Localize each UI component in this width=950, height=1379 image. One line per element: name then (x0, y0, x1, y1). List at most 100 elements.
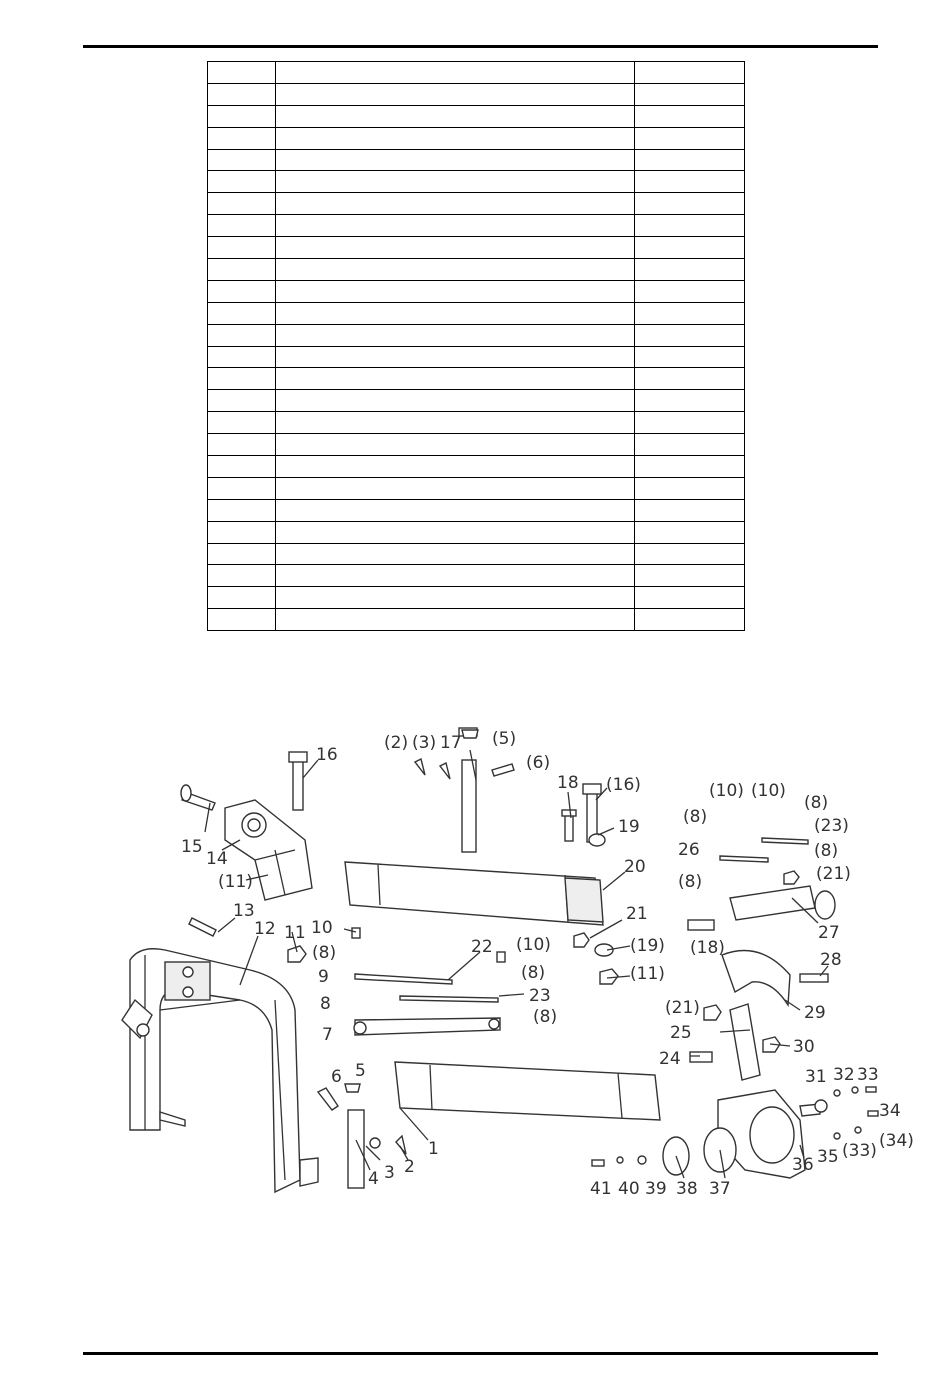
table-row (207, 214, 745, 238)
table-row (207, 367, 745, 391)
table-cell (207, 564, 276, 588)
main-frame-part-12 (121, 948, 319, 1194)
label-40: 40 (618, 1179, 640, 1199)
table-cell (275, 433, 635, 457)
table-row (207, 170, 745, 194)
table-row (207, 520, 745, 544)
table-row (207, 82, 745, 106)
plate-part-25 (729, 1003, 761, 1081)
rod-part-23 (399, 837, 809, 1003)
table-cell (275, 323, 635, 347)
table-row (207, 192, 745, 216)
table-cell (207, 608, 276, 632)
table-cell (275, 345, 635, 369)
bolt-part-18 (561, 809, 715, 931)
table-cell (275, 104, 635, 128)
hydraulic-cylinder-part-7 (353, 1017, 501, 1036)
table-row (207, 498, 745, 522)
label-38: 38 (676, 1179, 698, 1199)
post-part-17 (458, 727, 478, 853)
label-18b: (18) (690, 938, 725, 958)
label-4: 4 (368, 1169, 379, 1189)
table-cell (634, 411, 745, 435)
label-10d: (10) (516, 935, 551, 955)
header-rule (83, 45, 878, 48)
label-35: 35 (817, 1147, 839, 1167)
label-25: 25 (670, 1023, 692, 1043)
table-cell (275, 214, 635, 238)
label-8f: (8) (521, 963, 545, 983)
table-cell (207, 389, 276, 413)
table-cell (634, 214, 745, 238)
table-cell (207, 192, 276, 216)
table-row (207, 476, 745, 500)
table-cell (275, 301, 635, 325)
table-cell (634, 564, 745, 588)
table-cell (275, 586, 635, 610)
table-cell (634, 433, 745, 457)
table-cell (207, 236, 276, 260)
label-26: 26 (678, 840, 700, 860)
label-27: 27 (818, 923, 840, 943)
table-row (207, 433, 745, 457)
table-cell (634, 345, 745, 369)
table-cell (207, 258, 276, 281)
label-10: 10 (311, 918, 333, 938)
table-cell (275, 608, 635, 632)
label-5: 5 (355, 1061, 366, 1081)
label-8: 8 (320, 994, 331, 1014)
table-cell (207, 214, 276, 238)
label-2b: (2) (384, 733, 408, 753)
label-8g: (8) (533, 1007, 557, 1027)
table-cell (275, 389, 635, 413)
table-cell (207, 61, 276, 84)
lower-beam-part-1 (394, 1061, 661, 1121)
parts-table-body (207, 61, 745, 632)
table-cell (207, 411, 276, 435)
table-cell (275, 367, 635, 391)
table-cell (634, 323, 745, 347)
label-6: 6 (331, 1067, 342, 1087)
table-cell (634, 192, 745, 216)
label-8a: (8) (804, 793, 828, 813)
table-cell (634, 389, 745, 413)
table-row (207, 61, 745, 84)
label-8e: (8) (312, 943, 336, 963)
label-33: 33 (857, 1065, 879, 1085)
label-11c: (11) (630, 964, 665, 984)
table-cell (207, 498, 276, 522)
table-row (207, 542, 745, 566)
pin-part-15 (180, 784, 216, 811)
table-cell (275, 564, 635, 588)
table-cell (634, 367, 745, 391)
table-row (207, 236, 745, 260)
label-22: 22 (471, 937, 493, 957)
table-row (207, 104, 745, 128)
curved-bracket-part-29 (721, 949, 791, 1008)
label-39: 39 (645, 1179, 667, 1199)
table-cell (634, 82, 745, 106)
table-cell (207, 323, 276, 347)
table-row (207, 258, 745, 281)
table-row (207, 301, 745, 325)
label-32: 32 (833, 1065, 855, 1085)
label-13: 13 (233, 901, 255, 921)
table-cell (634, 236, 745, 260)
label-3: 3 (384, 1163, 395, 1183)
table-row (207, 279, 745, 303)
table-row (207, 389, 745, 413)
label-19: 19 (618, 817, 640, 837)
small-hardware (287, 729, 829, 1189)
label-37: 37 (709, 1179, 731, 1199)
label-33b: (33) (842, 1141, 877, 1161)
label-15: 15 (181, 837, 203, 857)
table-cell (275, 476, 635, 500)
table-cell (275, 498, 635, 522)
table-cell (275, 192, 635, 216)
label-29: 29 (804, 1003, 826, 1023)
table-cell (634, 301, 745, 325)
label-1: 1 (428, 1139, 439, 1159)
label-30: 30 (793, 1037, 815, 1057)
table-cell (207, 520, 276, 544)
table-cell (207, 148, 276, 172)
